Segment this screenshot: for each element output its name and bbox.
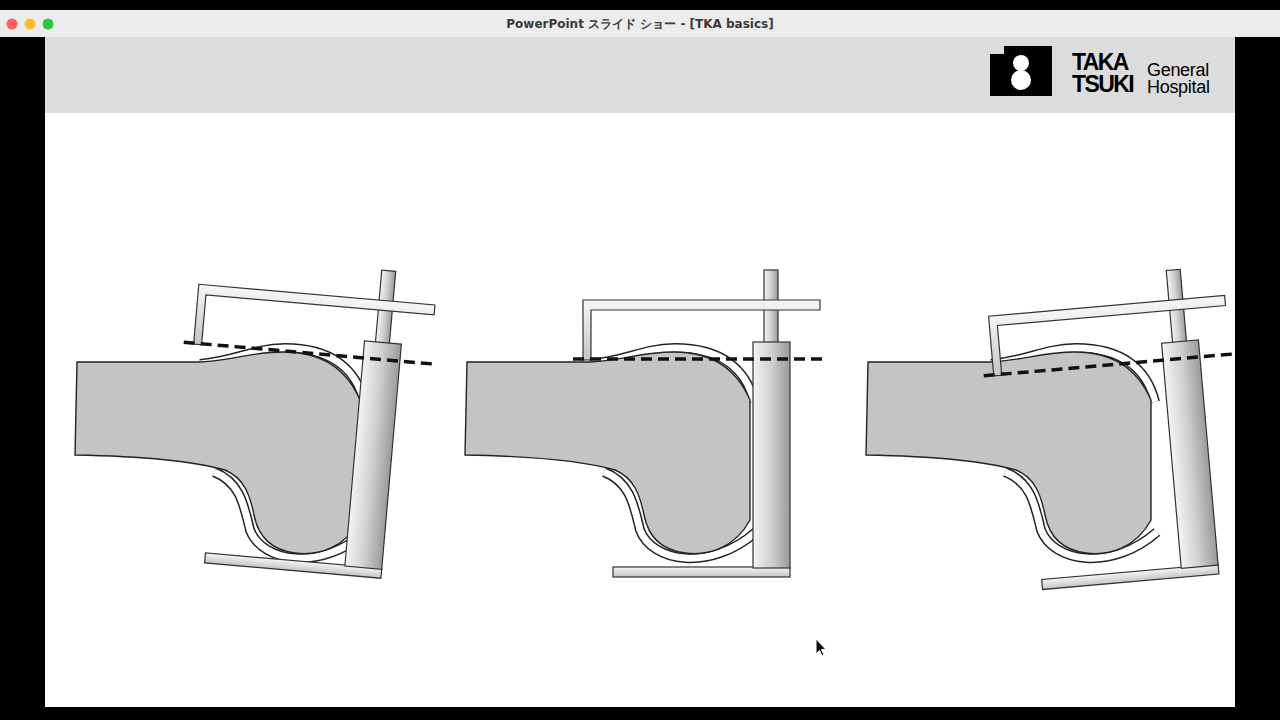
logo-name: TAKA TSUKI (1072, 51, 1148, 95)
window-title: PowerPoint スライド ショー - [TKA basics] (340, 14, 940, 34)
logo-subtitle: General Hospital (1147, 62, 1231, 96)
